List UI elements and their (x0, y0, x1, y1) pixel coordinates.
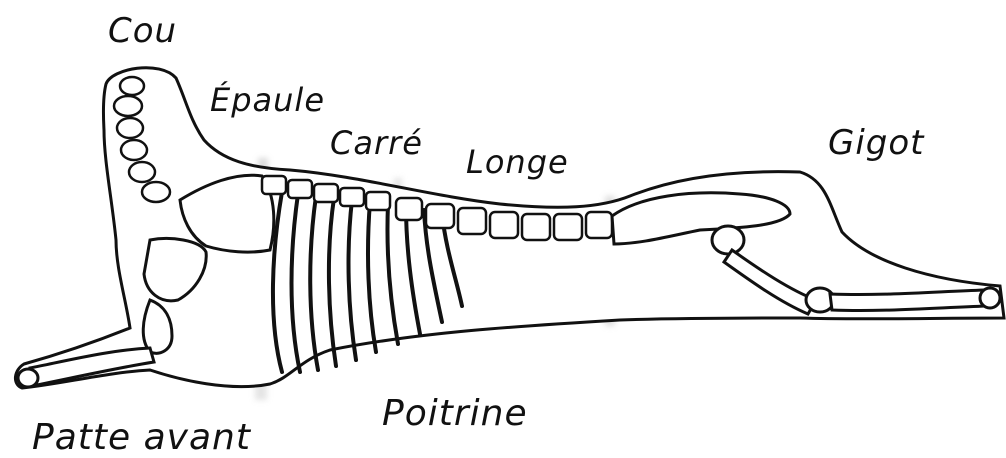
label-patte-avant: Patte avant (32, 420, 251, 456)
label-poitrine: Poitrine (382, 396, 528, 432)
label-carre: Carré (330, 127, 423, 159)
label-cou: Cou (108, 14, 177, 48)
label-gigot: Gigot (828, 126, 925, 160)
label-longe: Longe (466, 146, 569, 178)
label-epaule: Épaule (210, 84, 325, 116)
